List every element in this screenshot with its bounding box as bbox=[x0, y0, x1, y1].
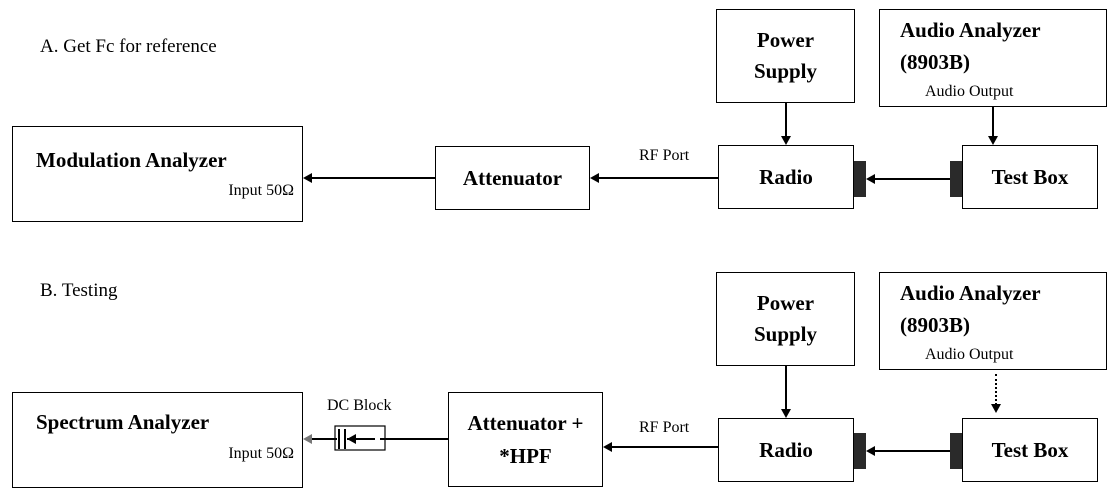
test-box-label-a: Test Box bbox=[991, 164, 1069, 189]
audio-output-label-b: Audio Output bbox=[925, 346, 1014, 363]
radio-label-b: Radio bbox=[759, 437, 813, 462]
attenuator-to-modulation-arrowhead bbox=[303, 173, 312, 183]
audio-output-label-a: Audio Output bbox=[925, 83, 1014, 100]
testbox-to-radio-line-a bbox=[874, 178, 950, 180]
audio-analyzer-model-b: (8903B) bbox=[900, 313, 970, 337]
test-box-connector-b bbox=[950, 433, 962, 469]
audio-analyzer-box-a: Audio Analyzer (8903B) Audio Output bbox=[879, 9, 1107, 107]
testbox-to-radio-line-b bbox=[874, 450, 950, 452]
audio-to-testbox-arrowhead-a bbox=[988, 136, 998, 145]
test-box-a: Test Box bbox=[962, 145, 1098, 209]
attenuator-to-modulation-line bbox=[311, 177, 435, 179]
audio-to-testbox-line-a bbox=[992, 107, 994, 137]
testbox-to-radio-arrowhead-a bbox=[866, 174, 875, 184]
dc-block-capacitor-icon bbox=[303, 425, 386, 451]
attenuator-box-a: Attenuator bbox=[435, 146, 590, 210]
audio-analyzer-model-a: (8903B) bbox=[900, 50, 970, 74]
radio-label-a: Radio bbox=[759, 164, 813, 189]
attenuator-to-dcblock-line bbox=[380, 438, 448, 440]
attenuator-hpf-label-line1: Attenuator + bbox=[467, 410, 584, 435]
power-to-radio-line-b bbox=[785, 366, 787, 410]
spectrum-analyzer-label: Spectrum Analyzer bbox=[36, 410, 210, 434]
modulation-analyzer-label: Modulation Analyzer bbox=[36, 148, 227, 172]
test-box-connector-a bbox=[950, 161, 962, 197]
audio-to-testbox-dotted-line-b bbox=[995, 374, 997, 405]
rf-port-label-a: RF Port bbox=[639, 147, 690, 164]
audio-to-testbox-arrowhead-b bbox=[991, 404, 1001, 413]
section-a-title: A. Get Fc for reference bbox=[40, 36, 217, 57]
radio-connector-a bbox=[854, 161, 866, 197]
test-box-b: Test Box bbox=[962, 418, 1098, 482]
radio-to-attenuator-arrowhead-a bbox=[590, 173, 599, 183]
power-to-radio-arrowhead-a bbox=[781, 136, 791, 145]
power-to-radio-line-a bbox=[785, 103, 787, 137]
power-supply-label-a: Power Supply bbox=[753, 27, 818, 84]
radio-box-b: Radio bbox=[718, 418, 854, 482]
rf-port-label-b: RF Port bbox=[639, 419, 690, 436]
radio-connector-b bbox=[854, 433, 866, 469]
radio-to-attenuator-line-a bbox=[598, 177, 718, 179]
audio-analyzer-label-b: Audio Analyzer bbox=[900, 281, 1041, 305]
power-supply-box-a: Power Supply bbox=[716, 9, 855, 103]
modulation-analyzer-box: Modulation Analyzer Input 50Ω bbox=[12, 126, 303, 222]
power-supply-box-b: Power Supply bbox=[716, 272, 855, 366]
audio-analyzer-box-b: Audio Analyzer (8903B) Audio Output bbox=[879, 272, 1107, 370]
attenuator-hpf-label-line2: *HPF bbox=[499, 443, 552, 468]
input-label-a: Input 50Ω bbox=[228, 182, 294, 199]
power-to-radio-arrowhead-b bbox=[781, 409, 791, 418]
attenuator-hpf-box: Attenuator + *HPF bbox=[448, 392, 603, 487]
attenuator-label-a: Attenuator bbox=[462, 165, 563, 190]
spectrum-analyzer-box: Spectrum Analyzer Input 50Ω bbox=[12, 392, 303, 488]
radio-box-a: Radio bbox=[718, 145, 854, 209]
power-supply-label-b: Power Supply bbox=[753, 290, 818, 347]
test-box-label-b: Test Box bbox=[991, 437, 1069, 462]
radio-to-attenuator-arrowhead-b bbox=[603, 442, 612, 452]
dc-block-label: DC Block bbox=[327, 397, 392, 414]
input-label-b: Input 50Ω bbox=[228, 445, 294, 462]
section-b-title: B. Testing bbox=[40, 280, 118, 301]
audio-analyzer-label-a: Audio Analyzer bbox=[900, 18, 1041, 42]
radio-to-attenuator-line-b bbox=[611, 446, 718, 448]
testbox-to-radio-arrowhead-b bbox=[866, 446, 875, 456]
